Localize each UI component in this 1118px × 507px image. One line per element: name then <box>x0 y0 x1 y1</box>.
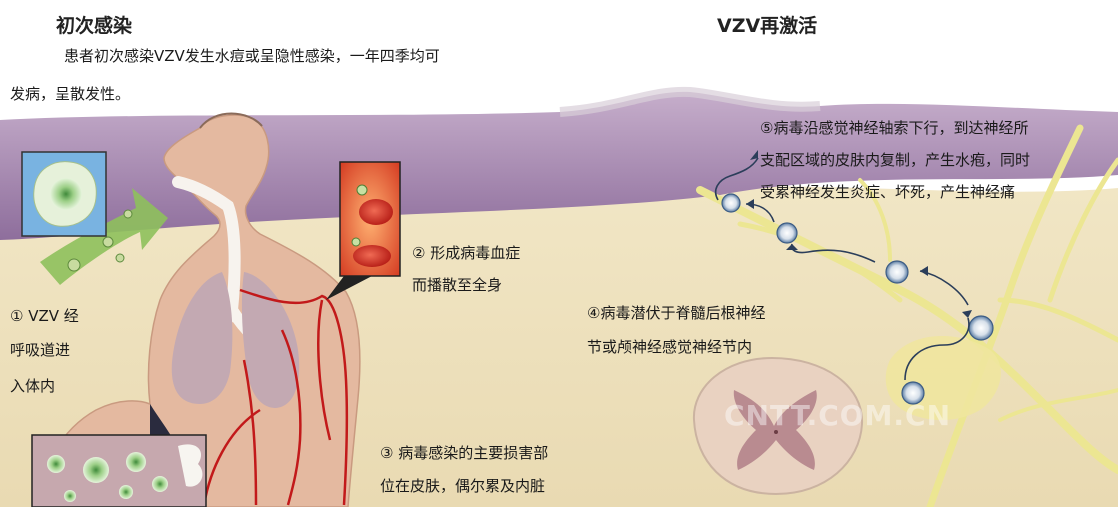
left-description-line2: 发病，呈散发性。 <box>10 84 130 106</box>
left-description-line1: 患者初次感染VZV发生水痘或呈隐性感染，一年四季均可 <box>64 46 440 68</box>
step2-line1: ② 形成病毒血症 <box>412 243 520 265</box>
left-section-title: 初次感染 <box>56 13 132 41</box>
step3-line1: ③ 病毒感染的主要损害部 <box>380 443 548 465</box>
step5-line3: 受累神经发生炎症、坏死，产生神经痛 <box>760 182 1015 204</box>
right-section-title: VZV再激活 <box>717 13 817 41</box>
step1-line1: ① VZV 经 <box>10 306 79 328</box>
step1-line3: 入体内 <box>10 376 55 398</box>
step5-line2: 支配区域的皮肤内复制，产生水疱，同时 <box>760 150 1030 172</box>
step4-line2: 节或颅神经感觉神经节内 <box>587 337 752 359</box>
skin-inset <box>32 435 206 507</box>
step4-line1: ④病毒潜伏于脊髓后根神经 <box>587 303 765 325</box>
step2-line2: 而播散至全身 <box>412 275 502 297</box>
watermark: CNTT.COM.CN <box>724 396 951 437</box>
step3-line2: 位在皮肤，偶尔累及内脏 <box>380 476 545 498</box>
step1-line2: 呼吸道进 <box>10 340 70 362</box>
cell-inset <box>22 152 106 236</box>
step5-line1: ⑤病毒沿感觉神经轴索下行，到达神经所 <box>760 118 1028 140</box>
